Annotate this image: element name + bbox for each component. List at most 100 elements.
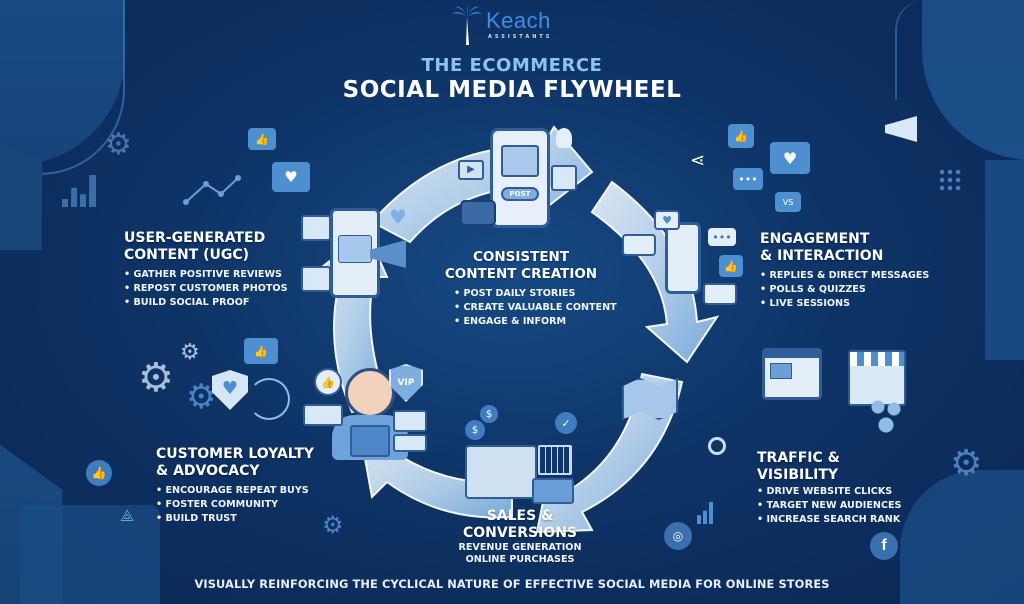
bullet-item: ENGAGE & INFORM [454, 315, 606, 329]
chat-bubble-icon [622, 234, 656, 256]
bullet-item: REPLIES & DIRECT MESSAGES [760, 269, 929, 283]
heart-icon: ♥ [389, 205, 407, 229]
chat-bubble-icon [703, 283, 737, 305]
facebook-icon: f [870, 532, 898, 560]
bullet-list: ENCOURAGE REPEAT BUYS FOSTER COMMUNITY B… [156, 484, 314, 526]
bullet-item: FOSTER COMMUNITY [156, 498, 314, 512]
thumbs-up-icon: 👍 [248, 128, 276, 150]
heart-bubble-icon: ♥ [272, 162, 310, 192]
cash-stack-icon [532, 478, 574, 504]
section-title: CONSISTENT [472, 249, 570, 265]
instagram-icon: ◎ [664, 522, 692, 550]
section-title: CONTENT (UGC) [124, 247, 250, 263]
title-eyebrow: THE ECOMMERCE [421, 55, 603, 76]
section-sales: SALES & CONVERSIONS REVENUE GENERATION O… [440, 508, 600, 566]
customers-group-icon [866, 395, 906, 435]
gear-icon: ⚙ [950, 443, 983, 484]
profile-card-icon [393, 434, 427, 452]
gear-icon: ⚙ [186, 377, 217, 417]
brand-logo: Keach ASSISTANTS [452, 4, 582, 46]
brand-name: Keach [486, 8, 551, 33]
brand-tagline: ASSISTANTS [488, 34, 553, 40]
camera-icon [460, 200, 496, 226]
gear-icon: ⚙ [138, 355, 174, 401]
gear-icon: ⚙ [322, 511, 344, 539]
page-title: SOCIAL MEDIA FLYWHEEL [342, 77, 682, 103]
section-title: CONTENT CREATION [444, 266, 598, 282]
gear-icon: ⚙ [105, 127, 132, 162]
content-creation-illustration: POST [490, 128, 550, 228]
thumbs-up-icon: 👍 [244, 338, 278, 364]
bullet-item: GATHER POSITIVE REVIEWS [124, 268, 288, 282]
refresh-arrow-icon [248, 378, 290, 420]
bullet-item: INCREASE SEARCH RANK [757, 513, 901, 527]
bar-chart-icon [62, 175, 96, 207]
background-shape-right [985, 160, 1024, 360]
thumbs-up-icon: 👍 [719, 255, 743, 277]
bullet-item: REPOST CUSTOMER PHOTOS [124, 282, 287, 296]
browser-window-icon [762, 348, 822, 400]
section-title: USER-GENERATED [124, 230, 266, 246]
background-shape-bottom-left-2 [20, 505, 160, 604]
video-play-icon: ▶ [458, 160, 484, 180]
bullet-item: CREATE VALUABLE CONTENT [454, 301, 616, 315]
typing-bubble-icon: ••• [733, 168, 763, 190]
network-icon: ⟁ [120, 506, 135, 525]
profile-card-icon [393, 410, 427, 432]
section-title: & INTERACTION [760, 248, 884, 264]
bullet-item: ENCOURAGE REPEAT BUYS [156, 484, 314, 498]
dollar-coin-icon: $ [465, 420, 485, 440]
bullet-item: TARGET NEW AUDIENCES [757, 499, 901, 513]
gear-icon: ⚙ [180, 340, 200, 365]
footer-caption: VISUALLY REINFORCING THE CYCLICAL NATURE… [194, 577, 830, 591]
section-title: & ADVOCACY [156, 463, 260, 479]
bullet-item: DRIVE WEBSITE CLICKS [757, 485, 901, 499]
section-title: ENGAGEMENT [760, 231, 870, 247]
shopping-bag-icon [350, 425, 390, 457]
hand-phone-illustration [665, 222, 701, 294]
user-profile-card-icon [301, 266, 331, 292]
section-engagement: ENGAGEMENT & INTERACTION REPLIES & DIREC… [760, 231, 929, 311]
megaphone-icon [885, 116, 917, 142]
shield-heart-icon: ♥ [212, 370, 248, 410]
bullet-item: POST DAILY STORIES [454, 287, 606, 301]
section-content-creation: CONSISTENT CONTENT CREATION POST DAILY S… [436, 249, 617, 329]
palm-tree-icon [452, 5, 482, 45]
image-placeholder-icon [501, 145, 539, 177]
typing-bubble-icon: ••• [708, 228, 736, 246]
cash-register-icon [465, 445, 537, 499]
section-traffic: TRAFFIC & VISIBILITY DRIVE WEBSITE CLICK… [757, 450, 901, 527]
user-photo-icon [338, 235, 372, 263]
happy-customer-illustration [345, 368, 395, 418]
section-ugc: USER-GENERATED CONTENT (UGC) GATHER POSI… [124, 230, 288, 310]
post-button: POST [501, 187, 539, 201]
section-title: SALES & [486, 508, 554, 524]
share-icon: ⋖ [690, 150, 706, 171]
section-title: VISIBILITY [757, 467, 839, 483]
profile-card-icon [303, 404, 343, 426]
lightbulb-icon [556, 128, 572, 148]
bullet-list: GATHER POSITIVE REVIEWS REPOST CUSTOMER … [124, 268, 288, 310]
dollar-coin-icon: $ [480, 405, 498, 423]
vs-poll-icon: VS [775, 192, 801, 212]
photo-card-icon [551, 165, 577, 191]
bullet-item: LIVE SESSIONS [760, 297, 929, 311]
line-chart-icon [183, 175, 241, 205]
checkmark-icon: ✓ [555, 412, 577, 434]
thumbs-up-bubble-icon: 👍 [314, 368, 342, 396]
section-title: CONVERSIONS [462, 525, 578, 541]
bullet-list: POST DAILY STORIES CREATE VALUABLE CONTE… [454, 287, 616, 329]
section-loyalty: CUSTOMER LOYALTY & ADVOCACY ENCOURAGE RE… [156, 446, 314, 526]
bullet-list: DRIVE WEBSITE CLICKS TARGET NEW AUDIENCE… [757, 485, 901, 527]
heart-bubble-icon: ♥ [654, 210, 680, 230]
section-title: TRAFFIC & [757, 450, 840, 466]
heart-bubble-icon: ♥ [770, 142, 810, 174]
thumbs-up-icon: 👍 [728, 124, 754, 148]
bullet-item: BUILD SOCIAL PROOF [124, 296, 288, 310]
bullet-list: REPLIES & DIRECT MESSAGES POLLS & QUIZZE… [760, 269, 929, 311]
section-subtext: REVENUE GENERATION [458, 542, 582, 553]
thumbs-up-circle-icon: 👍 [86, 460, 112, 486]
user-profile-card-icon [301, 215, 331, 241]
background-line-top-right [895, 0, 925, 100]
map-pin-icon [622, 378, 678, 420]
